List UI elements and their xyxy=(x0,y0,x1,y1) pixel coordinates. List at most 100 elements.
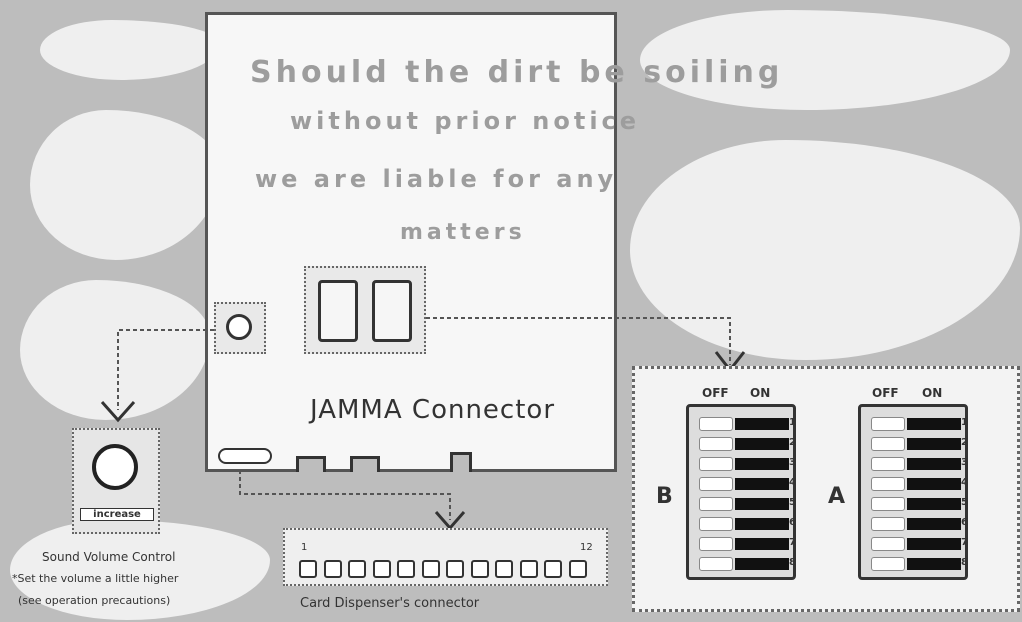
dip-switch-on-side xyxy=(735,538,789,550)
dip-b-off-label: OFF xyxy=(702,386,729,400)
dip-switch-on-side xyxy=(907,438,961,450)
dip-a-off-label: OFF xyxy=(872,386,899,400)
dip-switch-row xyxy=(871,437,961,451)
dip-switch-off-side xyxy=(699,537,733,551)
dip-switch-number: 6 xyxy=(789,517,796,528)
edge-notch xyxy=(296,456,326,472)
dip-switch-number: 7 xyxy=(789,537,796,548)
dip-switch-bank-b: 1 2 3 4 5 6 7 8 xyxy=(686,404,796,580)
dip-switch-row xyxy=(699,497,789,511)
dip-switch-on-side xyxy=(735,478,789,490)
dip-switch-b-outline xyxy=(318,280,358,342)
dip-switch-off-side xyxy=(699,497,733,511)
dip-switch-number: 1 xyxy=(789,417,796,428)
dip-switch-on-side xyxy=(735,438,789,450)
dip-b-on-label: ON xyxy=(750,386,771,400)
dip-switch-row xyxy=(699,457,789,471)
dip-switch-off-side xyxy=(871,417,905,431)
volume-knob-small xyxy=(226,314,252,340)
dip-switch-row xyxy=(699,417,789,431)
dip-switch-off-side xyxy=(699,457,733,471)
connector-pin xyxy=(446,560,464,578)
edge-notch xyxy=(350,456,380,472)
connector-pin xyxy=(323,560,342,578)
dip-switch-number: 4 xyxy=(961,477,968,488)
dip-a-on-label: ON xyxy=(922,386,943,400)
connector-pin xyxy=(544,560,562,578)
edge-notch xyxy=(450,452,472,472)
dip-switch-number: 2 xyxy=(961,437,968,448)
dip-switch-row xyxy=(871,457,961,471)
dip-switch-number: 2 xyxy=(789,437,796,448)
dip-bank-b-label: B xyxy=(656,484,673,509)
dip-switch-on-side xyxy=(907,498,961,510)
volume-caption-note: (see operation precautions) xyxy=(18,594,171,607)
volume-caption-note: *Set the volume a little higher xyxy=(12,572,179,585)
card-dispenser-connector: 1 12 xyxy=(283,528,608,586)
dip-switch-number: 4 xyxy=(789,477,796,488)
dip-switch-row xyxy=(871,517,961,531)
dip-switch-on-side xyxy=(907,518,961,530)
dip-switch-on-side xyxy=(907,538,961,550)
dip-switch-number: 6 xyxy=(961,517,968,528)
dip-switch-bank-a: 1 2 3 4 5 6 7 8 xyxy=(858,404,968,580)
dip-bank-a-label: A xyxy=(828,484,846,509)
volume-knob-housing xyxy=(214,302,266,354)
connector-pin xyxy=(348,560,366,578)
connector-pin xyxy=(372,560,391,578)
dip-switch-off-side xyxy=(871,437,905,451)
jamma-connector-label: JAMMA Connector xyxy=(310,395,556,425)
dip-switch-off-side xyxy=(871,457,905,471)
dip-switch-off-side xyxy=(871,557,905,571)
connector-pin xyxy=(495,560,513,578)
volume-knob-icon xyxy=(92,444,138,490)
dip-switch-row xyxy=(871,537,961,551)
dip-switch-number: 7 xyxy=(961,537,968,548)
dip-switch-row xyxy=(699,437,789,451)
dip-switch-row xyxy=(871,497,961,511)
dip-switch-row xyxy=(699,537,789,551)
dip-switch-on-side xyxy=(907,478,961,490)
dip-switch-off-side xyxy=(699,477,733,491)
dip-switch-row xyxy=(871,417,961,431)
faded-text-line: Should the dirt be soiling xyxy=(250,55,784,90)
dip-switch-number: 1 xyxy=(961,417,968,428)
dip-switch-off-side xyxy=(699,417,733,431)
faded-text-line: matters xyxy=(400,220,526,245)
dip-switch-on-side xyxy=(735,558,789,570)
dip-switch-off-side xyxy=(871,477,905,491)
dip-switch-number: 8 xyxy=(789,557,796,568)
dip-switch-row xyxy=(871,557,961,571)
dip-switch-off-side xyxy=(871,497,905,511)
dip-switch-on-side xyxy=(907,558,961,570)
dip-switch-on-side xyxy=(907,418,961,430)
dip-switch-off-side xyxy=(699,437,733,451)
dip-switch-off-side xyxy=(871,537,905,551)
connector-pin xyxy=(397,560,415,578)
dispenser-connector-tab xyxy=(218,448,272,464)
dip-switch-number: 5 xyxy=(789,497,796,508)
dip-switch-number: 3 xyxy=(789,457,796,468)
dip-switch-off-side xyxy=(699,517,733,531)
volume-knob-label: increase xyxy=(80,508,154,521)
dip-switch-number: 8 xyxy=(961,557,968,568)
volume-caption-title: Sound Volume Control xyxy=(42,550,176,564)
connector-pin xyxy=(299,560,317,578)
dip-switch-row xyxy=(699,557,789,571)
connector-pin xyxy=(421,560,440,578)
dip-switch-off-side xyxy=(871,517,905,531)
dip-switch-on-side xyxy=(735,418,789,430)
dip-switch-on-side xyxy=(907,458,961,470)
dip-switch-on-side xyxy=(735,498,789,510)
pin-last-number: 12 xyxy=(580,542,593,553)
dip-switch-off-side xyxy=(699,557,733,571)
dip-switch-number: 3 xyxy=(961,457,968,468)
volume-control-box: increase xyxy=(72,428,160,534)
dip-switch-row xyxy=(699,477,789,491)
dip-switch-number: 5 xyxy=(961,497,968,508)
pcb-board xyxy=(205,12,617,472)
dip-switch-a-outline xyxy=(372,280,412,342)
dip-switch-row xyxy=(699,517,789,531)
dip-switch-on-side xyxy=(735,518,789,530)
dip-switch-row xyxy=(871,477,961,491)
